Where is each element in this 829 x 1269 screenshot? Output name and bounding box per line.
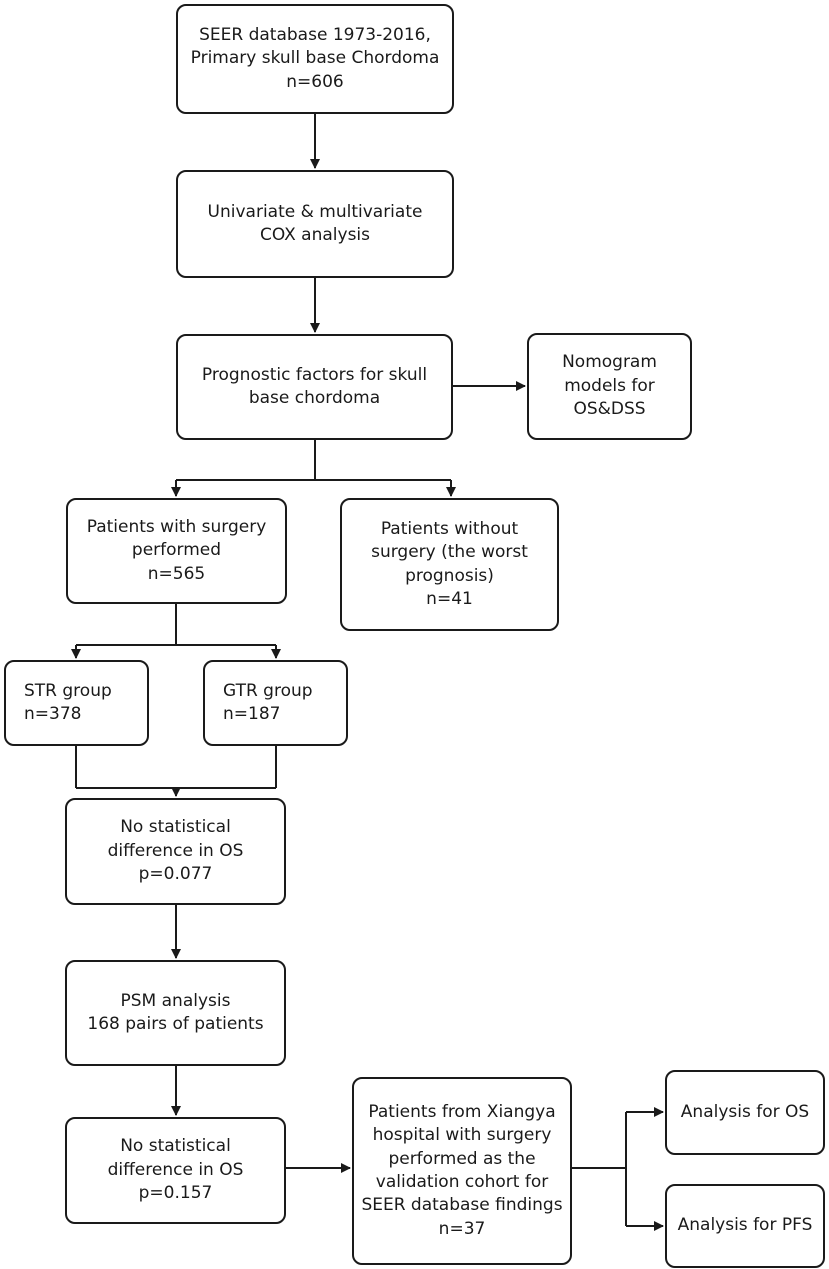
gtr-group-box: GTR group n=187 (203, 660, 348, 746)
nomogram-text-line: models for (564, 375, 655, 396)
no-surgery-text-line: surgery (the worst (371, 542, 528, 563)
no-surgery-text-line: n=41 (426, 588, 473, 609)
no-surgery-text-line: Patients without (380, 518, 519, 539)
surgery-text-line: performed (131, 540, 222, 561)
xiangya-text-line: validation cohort for (375, 1172, 549, 1192)
no-surgery-text-line: prognosis) (405, 565, 494, 586)
nodiff1-text-line: p=0.077 (138, 864, 213, 885)
str-text-line: n=378 (24, 704, 82, 724)
xiangya-text-line: Patients from Xiangya (368, 1101, 556, 1122)
surgery-text-line: n=565 (147, 563, 206, 584)
prognostic-text-line: base chordoma (248, 388, 381, 408)
gtr-text-line: GTR group (223, 680, 313, 701)
str-group-box: STR group n=378 (4, 660, 149, 746)
xiangya-validation-box: Patients from Xiangya hospital with surge… (352, 1077, 572, 1265)
nodiff1-text-line: difference in OS (107, 840, 244, 861)
xiangya-text-line: performed as the (388, 1148, 536, 1169)
nomogram-text-line: Nomogram (562, 352, 657, 373)
psm-text-line: PSM analysis (120, 990, 231, 1011)
prognostic-factors-box: Prognostic factors for skull base chordom… (176, 334, 453, 440)
cox-text-line: Univariate & multivariate (207, 201, 423, 222)
psm-analysis-box: PSM analysis 168 pairs of patients (65, 960, 286, 1066)
seer-text-line: n=606 (286, 71, 344, 92)
seer-text-line: Primary skull base Chordoma (190, 48, 440, 69)
analysis-pfs-box: Analysis for PFS (665, 1184, 825, 1268)
nodiff2-text-line: difference in OS (107, 1159, 244, 1180)
nomogram-text-line: OS&DSS (573, 399, 646, 420)
psm-text-line: 168 pairs of patients (87, 1014, 264, 1034)
seer-database-box: SEER database 1973-2016, Primary skull ba… (176, 4, 454, 114)
xiangya-text-line: SEER database findings (361, 1195, 563, 1216)
prognostic-text-line: Prognostic factors for skull (201, 364, 428, 385)
nodiff2-text-line: No statistical (120, 1136, 231, 1157)
surgery-text-line: Patients with surgery (86, 516, 267, 537)
cox-text-line: COX analysis (259, 225, 371, 245)
xiangya-text-line: hospital with surgery (372, 1125, 552, 1146)
nodiff1-text-line: No statistical (120, 817, 231, 838)
nodiff2-text-line: p=0.157 (138, 1183, 213, 1204)
pfs-text-line: Analysis for PFS (677, 1215, 813, 1236)
analysis-os-box: Analysis for OS (665, 1070, 825, 1155)
xiangya-text-line: n=37 (438, 1218, 486, 1239)
os-text-line: Analysis for OS (680, 1101, 810, 1122)
seer-text-line: SEER database 1973-2016, (199, 24, 431, 45)
gtr-text-line: n=187 (223, 704, 281, 724)
str-text-line: STR group (24, 680, 112, 701)
